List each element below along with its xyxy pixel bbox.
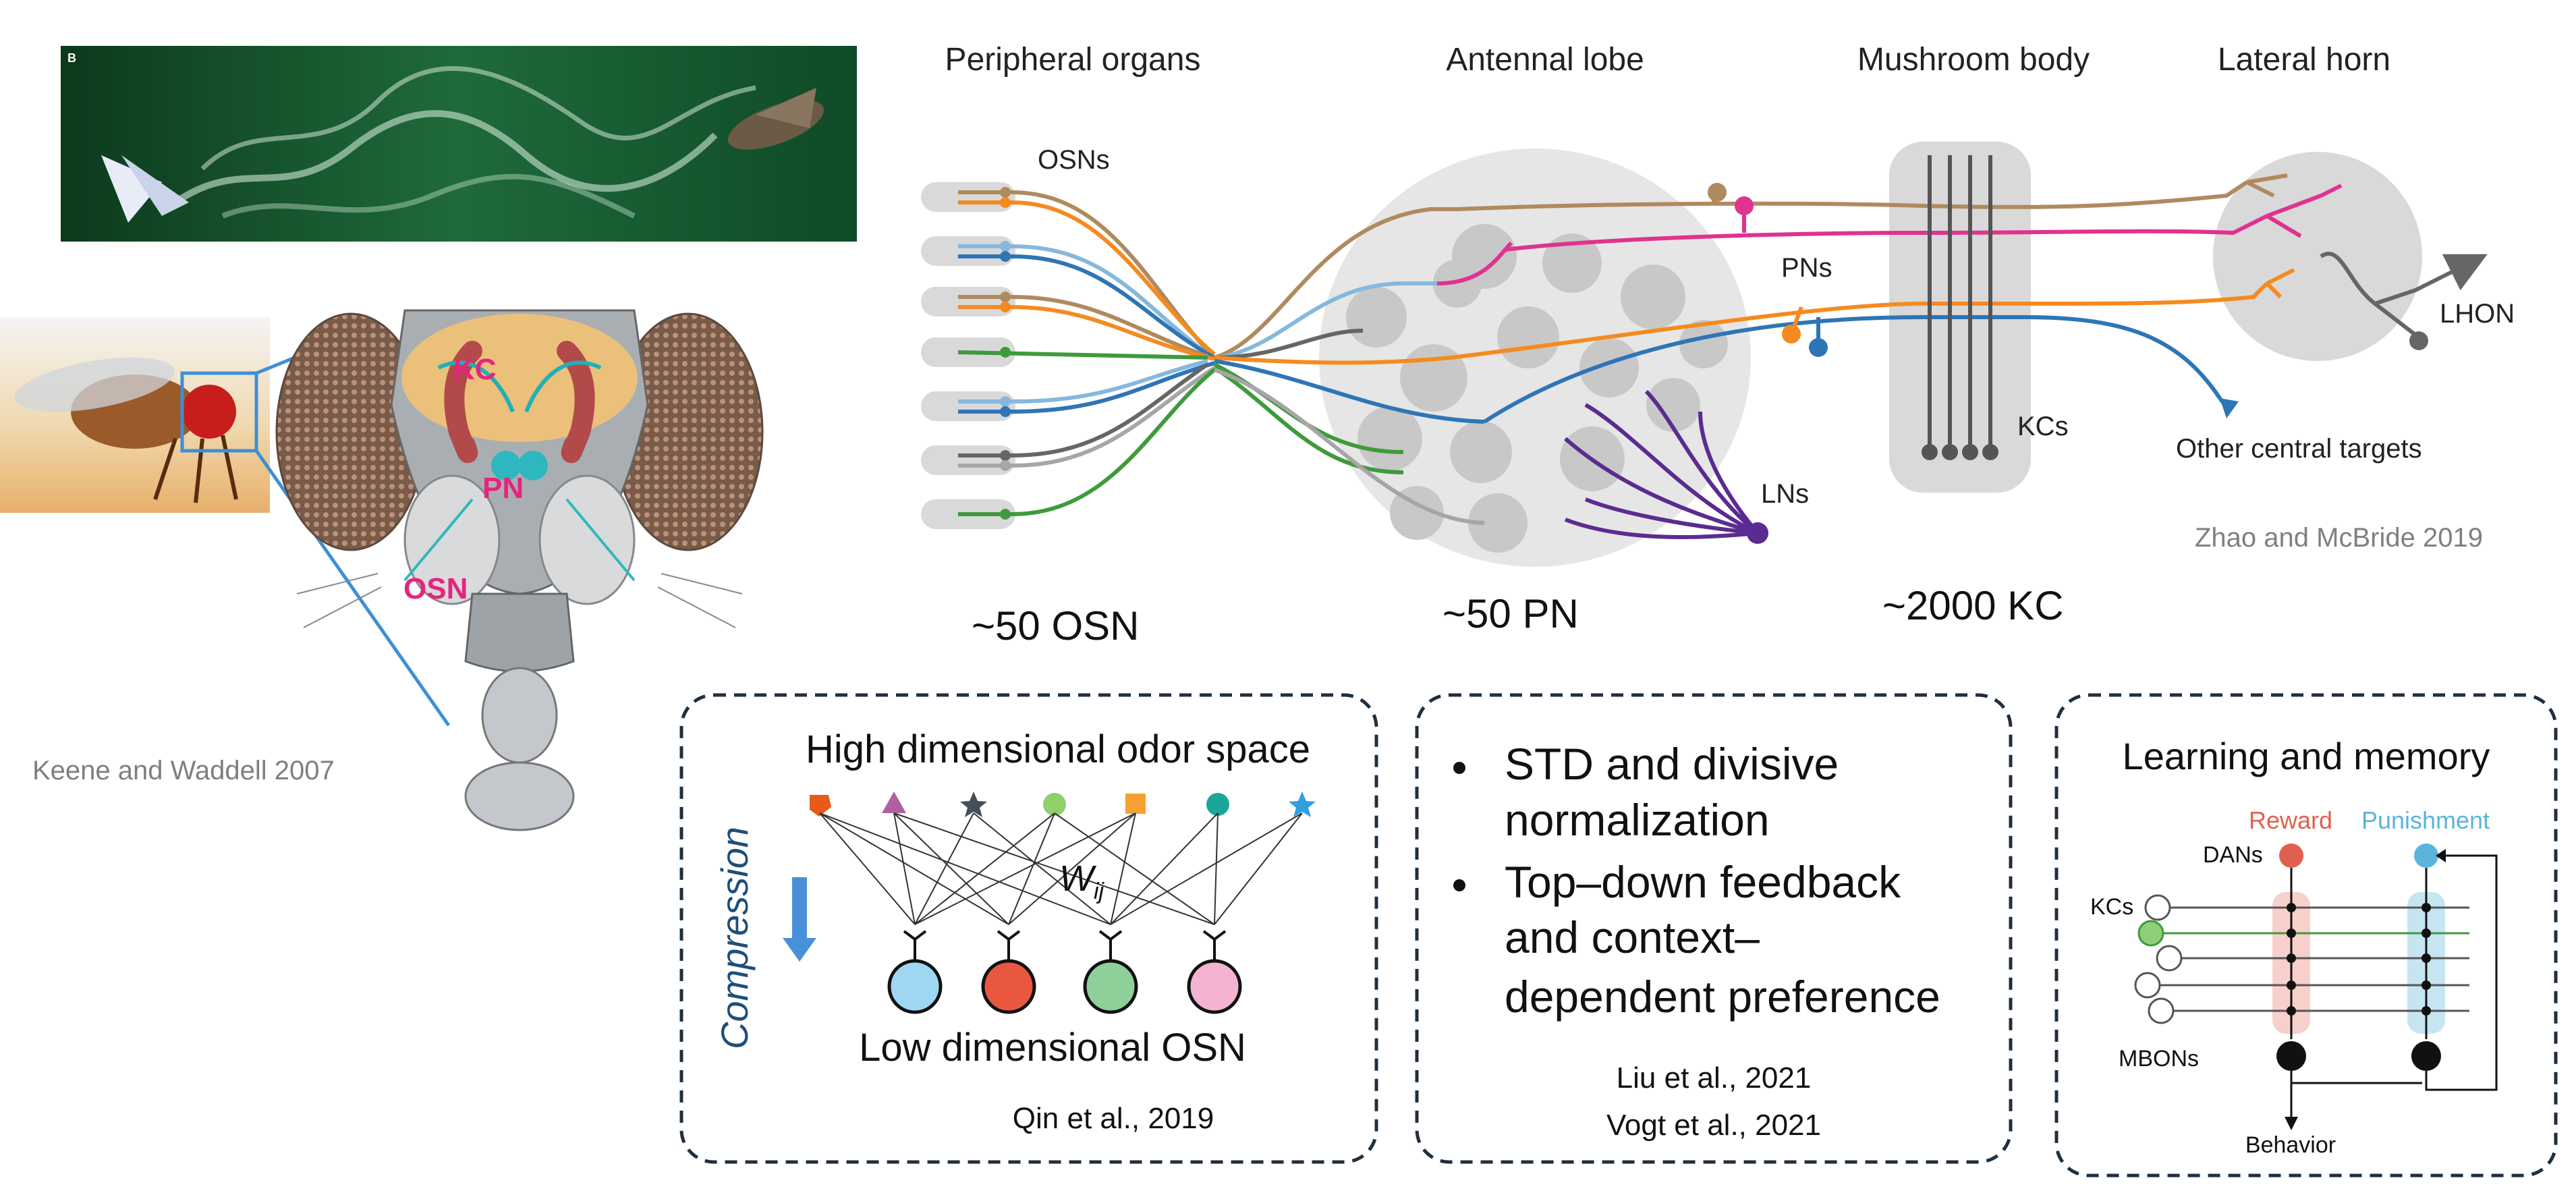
- head-label-pn: PN: [482, 472, 524, 505]
- dan-reward: [2279, 843, 2303, 868]
- pn-somata: [1708, 183, 2428, 357]
- fly-head-illustration: [275, 309, 764, 831]
- odor-star: [960, 792, 987, 817]
- head-label-kc: KC: [453, 353, 497, 386]
- head-label-osn: OSN: [403, 572, 468, 605]
- panel-letter: B: [67, 51, 76, 65]
- odor-circle-teal: [1206, 793, 1229, 816]
- learning-title: Learning and memory: [2123, 735, 2490, 777]
- bullet1-line1: STD and divisive: [1505, 739, 1839, 789]
- middle-box: STD and divisive normalization Top–down …: [1415, 693, 2013, 1164]
- moth-photo: [61, 46, 857, 242]
- count-kc: ~2000 KC: [1882, 583, 2064, 628]
- label-pns: PNs: [1781, 253, 1832, 283]
- compression-box: High dimensional odor space Compression …: [679, 693, 1378, 1164]
- fly-zoom-box: [180, 371, 258, 453]
- ln-soma: [1747, 522, 1768, 544]
- odor-pentagon: [810, 795, 831, 816]
- middle-citation-1: Liu et al., 2021: [1617, 1061, 1812, 1095]
- learning-behavior: Behavior: [2245, 1132, 2336, 1158]
- middle-citation-2: Vogt et al., 2021: [1606, 1109, 1821, 1142]
- weight-label: Wij: [1059, 858, 1105, 904]
- osn-unit-pink: [1187, 959, 1242, 1014]
- mbon-2: [2411, 1041, 2441, 1071]
- mbon-1: [2276, 1041, 2306, 1071]
- region-lateral: Lateral horn: [2218, 42, 2390, 78]
- learning-kcs: KCs: [2090, 894, 2133, 920]
- label-other-targets: Other central targets: [2176, 434, 2422, 464]
- bullet2-line2: and context–: [1505, 912, 1760, 962]
- bullet1-line2: normalization: [1505, 795, 1770, 845]
- local-neurons: [1564, 389, 1760, 539]
- osn-unit-green: [1083, 959, 1138, 1014]
- osn-unit-blue: [887, 959, 943, 1014]
- kc-neurons: [1922, 155, 1998, 460]
- odor-circle-green: [1043, 793, 1066, 816]
- pn-axons: [1436, 180, 2269, 424]
- compression-side-label: Compression: [713, 827, 756, 1049]
- osn-somata: [1000, 187, 1011, 520]
- learning-punishment: Punishment: [2361, 806, 2490, 834]
- odor-star-blue: [1289, 792, 1316, 817]
- bullet2-line3: dependent preference: [1505, 972, 1940, 1022]
- osn-terminals: [1213, 207, 1485, 525]
- label-kcs: KCs: [2017, 412, 2069, 441]
- region-peripheral: Peripheral organs: [945, 42, 1201, 78]
- odor-triangle: [882, 792, 906, 813]
- learning-mbons: MBONs: [2119, 1046, 2199, 1072]
- label-lns: LNs: [1761, 479, 1809, 509]
- count-pn: ~50 PN: [1443, 591, 1579, 636]
- label-lhon: LHON: [2440, 299, 2515, 329]
- compression-title: High dimensional odor space: [806, 727, 1310, 771]
- region-mushroom: Mushroom body: [1857, 42, 2090, 78]
- learning-reward: Reward: [2249, 806, 2332, 834]
- credit-keene: Keene and Waddell 2007: [32, 756, 335, 785]
- osn-unit-red: [981, 959, 1036, 1014]
- learning-dans: DANs: [2203, 842, 2263, 868]
- credit-zhao: Zhao and McBride 2019: [2195, 523, 2483, 553]
- count-osn: ~50 OSN: [972, 603, 1139, 648]
- dan-punishment: [2414, 843, 2438, 868]
- compression-citation: Qin et al., 2019: [1013, 1102, 1214, 1135]
- osn-axons: [957, 190, 1216, 516]
- bullet2-line1: Top–down feedback: [1505, 857, 1901, 907]
- odor-square: [1125, 794, 1146, 814]
- fly-photo: [0, 317, 270, 513]
- region-antennal: Antennal lobe: [1446, 42, 1644, 78]
- compression-bottom: Low dimensional OSN: [859, 1026, 1246, 1070]
- lateral-horn: [2213, 152, 2422, 361]
- lh-branches: [2245, 173, 2488, 339]
- learning-box: Learning and memory Reward Punishment DA…: [2054, 693, 2558, 1178]
- label-osns: OSNs: [1038, 145, 1110, 175]
